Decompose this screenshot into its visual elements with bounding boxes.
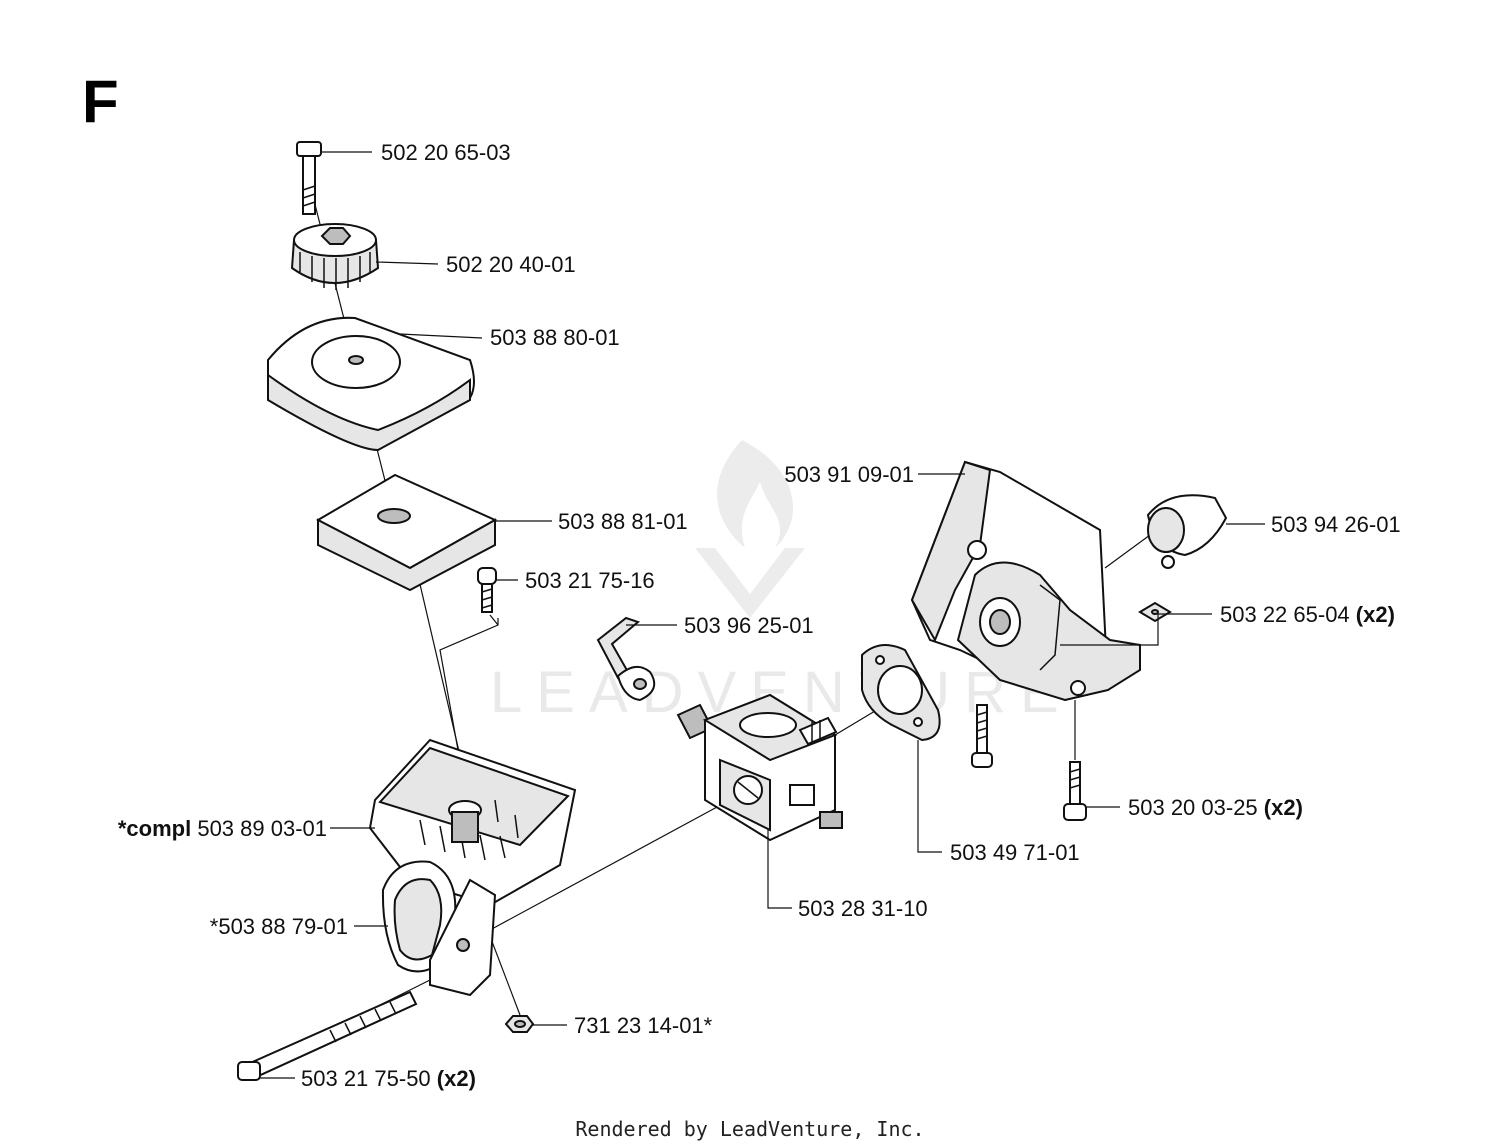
label-intake: 503 91 09-01 [784,462,914,487]
label-gasket: 503 49 71-01 [950,840,1080,865]
screw-small [477,567,497,613]
filter-cover [267,316,475,452]
label-sleeve: 503 94 26-01 [1271,512,1401,537]
label-bolt-top: 502 20 65-03 [381,140,511,165]
label-washer: 503 22 65-04 (x2) [1220,602,1395,627]
label-washer-number: 503 22 65-04 [1220,602,1350,627]
label-nut: 731 23 14-01* [574,1013,713,1038]
label-screw-intake-number: 503 20 03-25 [1128,795,1258,820]
label-carburetor: 503 28 31-10 [798,896,928,921]
screw-intake [1063,761,1087,821]
label-filter-cover: 503 88 80-01 [490,325,620,350]
knob [290,223,380,290]
label-knob: 502 20 40-01 [446,252,576,277]
label-filter: 503 88 81-01 [558,509,688,534]
screw-gasket [971,704,993,768]
washer [1138,601,1172,623]
label-grommet: *503 88 79-01 [210,914,348,939]
carburetor [676,693,843,842]
section-letter: F [82,68,119,135]
part-labels: 502 20 65-03 502 20 40-01 503 88 80-01 5… [118,140,1401,1091]
long-bolt [237,990,418,1081]
label-choke-lever: 503 96 25-01 [684,613,814,638]
gasket [861,644,941,742]
label-screw-intake-qty: (x2) [1264,795,1303,820]
bolt-top [296,141,322,215]
leader-lines [260,151,1265,1079]
label-screw-small: 503 21 75-16 [525,568,655,593]
label-long-bolt-number: 503 21 75-50 [301,1066,431,1091]
sleeve [1146,494,1228,569]
nut [504,1015,535,1033]
intake-assembly [910,460,1141,702]
label-filter-housing: *compl 503 89 03-01 [118,816,327,841]
watermark-flame-icon [717,440,794,548]
watermark-v-icon [695,548,805,618]
label-long-bolt-qty: (x2) [437,1066,476,1091]
label-washer-qty: (x2) [1356,602,1395,627]
footer-credit: Rendered by LeadVenture, Inc. [575,1117,924,1141]
label-long-bolt: 503 21 75-50 (x2) [301,1066,476,1091]
label-screw-intake: 503 20 03-25 (x2) [1128,795,1303,820]
choke-lever [596,616,656,702]
label-filter-housing-number: 503 89 03-01 [197,816,327,841]
grommet [381,860,497,997]
filter [315,473,498,592]
label-filter-housing-prefix: *compl [118,816,191,841]
